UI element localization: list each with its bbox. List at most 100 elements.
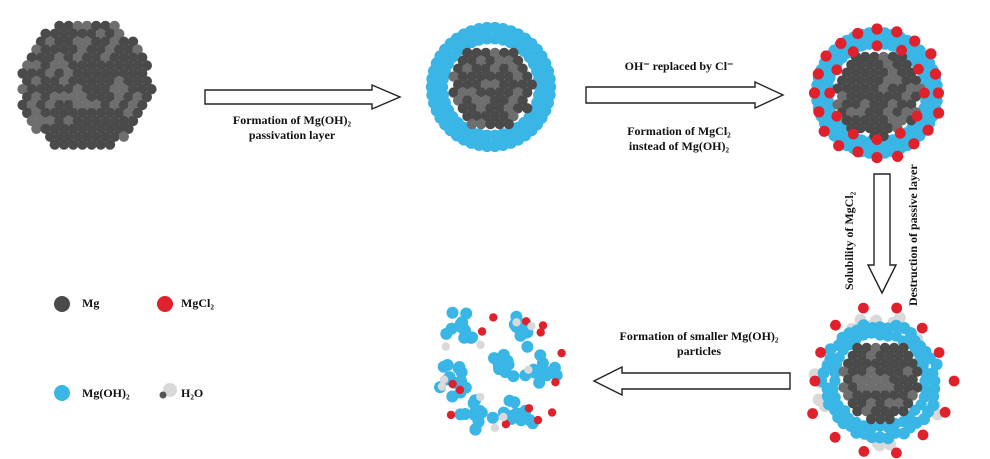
h2o-molecule — [476, 340, 485, 350]
mg-atom — [866, 366, 877, 377]
mg-atom — [503, 87, 514, 98]
mg-atom — [852, 390, 863, 401]
mg-atom — [40, 107, 51, 119]
mg-atom — [95, 91, 107, 103]
mg-atom — [841, 115, 852, 126]
mg-atom — [123, 91, 134, 103]
mg-atom — [870, 374, 881, 385]
mg-atom — [907, 390, 918, 401]
mg-atom — [104, 60, 116, 71]
mg-atom — [471, 47, 482, 59]
mgcl2-molecule — [813, 106, 825, 118]
mg-atom — [837, 75, 848, 86]
mg-atom — [54, 84, 65, 95]
mgoh2-molecule — [548, 361, 561, 374]
mg-atom — [58, 76, 70, 87]
mg-atom — [884, 382, 895, 393]
mg-atom — [132, 60, 143, 71]
mg-atom — [837, 91, 848, 102]
mg-atom — [480, 95, 491, 106]
mg-atom — [902, 350, 914, 361]
mg-atom — [91, 84, 102, 95]
mg-atom — [123, 107, 134, 119]
mgoh2-molecule — [919, 375, 931, 387]
mg-atom — [123, 60, 134, 71]
mgcl2-molecule — [847, 46, 859, 58]
mg-atom — [860, 67, 871, 78]
mg-atom — [499, 79, 510, 90]
legend-label-mg: Mg — [82, 296, 100, 310]
mg-atom — [114, 60, 125, 71]
mg-atom — [485, 118, 496, 130]
mg-atom — [109, 52, 120, 63]
mg-atom — [503, 103, 514, 114]
mg-atom — [850, 99, 862, 110]
mg-atom — [489, 47, 501, 59]
mg-atom — [457, 87, 468, 98]
mg-atom — [22, 76, 33, 87]
mgoh2-molecule — [486, 411, 499, 424]
label-step1: Formation of Mg(OH)₂ passivation layer — [212, 113, 372, 143]
mg-atom — [852, 406, 863, 417]
mg-atom — [86, 28, 97, 39]
mg-atom — [898, 342, 909, 354]
mg-atom — [81, 68, 93, 79]
mgoh2-molecule — [927, 390, 940, 403]
mg-atom — [485, 71, 496, 82]
mg-atom — [95, 123, 107, 134]
mg-atom — [68, 107, 79, 119]
mg-atom — [907, 374, 918, 385]
mg-atom — [141, 91, 152, 103]
mg-atom — [855, 107, 866, 118]
mg-atom — [95, 60, 107, 71]
mg-atom — [100, 84, 111, 95]
mg-atom — [109, 131, 120, 142]
mg-atom — [870, 406, 881, 417]
mg-atom — [63, 131, 74, 142]
mg-atom — [852, 358, 863, 369]
mg-atom — [873, 122, 885, 134]
mg-atom — [869, 83, 880, 94]
mgcl2-molecule — [448, 379, 457, 389]
mgoh2-molecule — [469, 423, 482, 436]
mgcl2-molecule — [833, 140, 845, 152]
mg-atom — [879, 374, 891, 385]
mgoh2-molecule — [440, 327, 453, 340]
mg-atom — [457, 55, 468, 66]
mg-atom — [95, 44, 107, 55]
mg-atom — [879, 342, 891, 354]
mgcl2-molecule — [932, 87, 945, 99]
mg-atom — [45, 52, 56, 63]
mgcl2-molecule — [917, 429, 929, 441]
mg-atom — [832, 99, 843, 110]
mg-atom — [875, 382, 886, 393]
mg-atom — [508, 47, 519, 59]
mgcl2-molecule — [547, 408, 557, 417]
label-step2-bottom-line1: Formation of MgCl₂ — [627, 124, 731, 138]
mg-atom — [878, 51, 889, 63]
mgcl2-molecule — [808, 87, 821, 99]
mg-atom — [40, 123, 51, 134]
mg-atom — [480, 111, 491, 122]
mgcl2-molecule — [536, 328, 545, 337]
mg-atom — [35, 36, 47, 47]
mg-atom — [114, 76, 125, 87]
arrow-step3-down — [866, 173, 898, 295]
mg-atom — [457, 71, 468, 82]
mg-atom — [494, 71, 505, 82]
mg-atom — [879, 358, 891, 369]
mg-atom — [35, 52, 47, 63]
mg-atom — [856, 366, 868, 377]
mg-atom — [522, 71, 533, 82]
mgcl2-molecule — [533, 415, 543, 425]
mg-atom — [58, 107, 70, 119]
mg-atom — [77, 60, 88, 71]
mg-atom — [843, 374, 854, 385]
mg-atom — [476, 55, 487, 66]
mgoh2-molecule — [446, 306, 459, 319]
legend-icon-mgoh2 — [54, 385, 70, 401]
mgcl2-molecule — [922, 124, 934, 136]
mgcl2-molecule — [891, 26, 903, 38]
mg-atom — [141, 76, 152, 87]
mg-atom — [35, 99, 47, 111]
